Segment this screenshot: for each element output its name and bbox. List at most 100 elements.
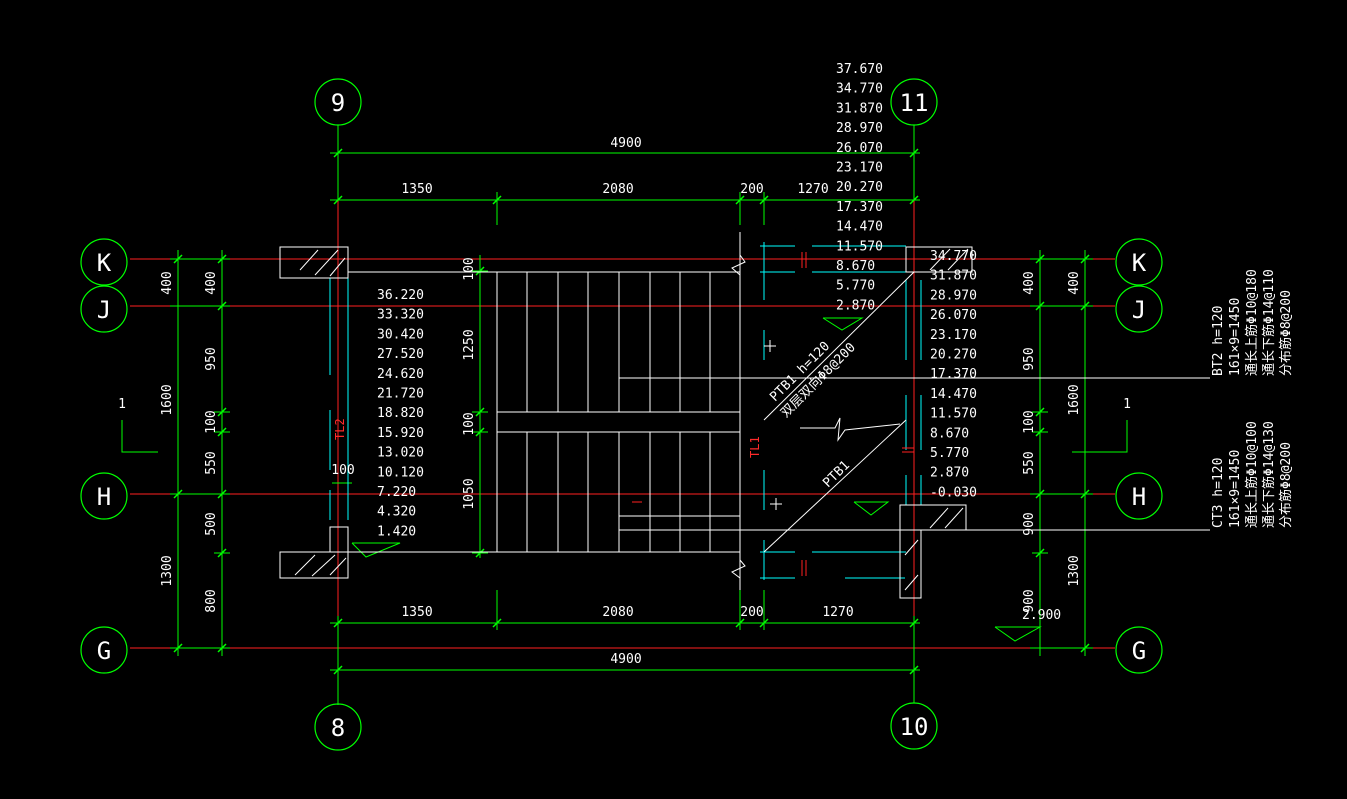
axis-bubble-9	[314, 78, 362, 126]
dim-left-inner-4: 550	[204, 451, 219, 474]
label-tl2: TL2	[333, 418, 347, 440]
elevation-right_column-6: 17.370	[930, 367, 977, 382]
elevation-right_column-4: 23.170	[930, 328, 977, 343]
elevation-left_column-3: 27.520	[377, 347, 424, 362]
axis-bubble-k-left	[80, 238, 128, 286]
stair-geometry	[279, 232, 1210, 599]
axis-bubble-j-right	[1115, 285, 1163, 333]
note-ct3-line-2: 通长上筋Φ10@100	[1244, 421, 1260, 528]
dim-small-100: 100	[331, 463, 354, 478]
elevation-top_column-9: 11.570	[836, 239, 883, 254]
elevation-top_column-5: 23.170	[836, 161, 883, 176]
axis-label-right-1: K	[1132, 249, 1147, 277]
axis-label-right-3: H	[1132, 483, 1146, 511]
dim-bottom-part-3: 200	[740, 605, 763, 620]
axis-label-bottom-1: 8	[331, 714, 345, 742]
column-bl	[279, 551, 349, 579]
axis-label-left-1: K	[97, 249, 112, 277]
elevation-right_column-10: 5.770	[930, 446, 969, 461]
dim-top-total: 4900	[610, 136, 641, 151]
dim-left-inner-5: 500	[204, 512, 219, 535]
elevation-left_column-9: 10.120	[377, 465, 424, 480]
dim-left-outer-400: 400	[160, 271, 175, 294]
dim-bottom-part-4: 1270	[822, 605, 853, 620]
section-mark-right: 1	[1123, 397, 1131, 412]
dim-stair-1: 100	[462, 257, 477, 280]
elevation-top_column-1: 34.770	[836, 82, 883, 97]
section-mark-left: 1	[118, 397, 126, 412]
axis-label-left-2: J	[97, 296, 111, 324]
axis-label-top-2: 11	[900, 89, 929, 117]
axis-bubble-11	[890, 78, 938, 126]
note-bt2-line-4: 分布筋Φ8@200	[1278, 290, 1294, 376]
elevations-top: 37.67034.77031.87028.97026.07023.17020.2…	[836, 62, 883, 313]
note-ct3-line-4: 分布筋Φ8@200	[1278, 442, 1294, 528]
dim-top-part-4: 1270	[797, 182, 828, 197]
axis-label-bottom-2: 10	[900, 713, 929, 741]
elevation-right_column-0: 34.770	[930, 249, 977, 264]
elevation-right_column-12: -0.030	[930, 485, 977, 500]
elevation-left_column-7: 15.920	[377, 426, 424, 441]
elevation-left_column-5: 21.720	[377, 387, 424, 402]
elevation-right_column-2: 28.970	[930, 288, 977, 303]
dim-right-inner-6: 900	[1022, 589, 1037, 612]
dim-right-inner-5: 900	[1022, 512, 1037, 535]
label-tl1: TL1	[748, 436, 762, 458]
axis-bubble-h-right	[1115, 472, 1163, 520]
axis-bubble-h-left	[80, 472, 128, 520]
dim-top-part-1: 1350	[401, 182, 432, 197]
elevation-right_column-11: 2.870	[930, 466, 969, 481]
axis-labels: 9 11 8 10 K J H G K J H G	[97, 89, 1147, 742]
elevation-right_column-7: 14.470	[930, 387, 977, 402]
note-ct3-line-3: 通长下筋Φ14@130	[1261, 421, 1277, 528]
elevation-top_column-6: 20.270	[836, 180, 883, 195]
axis-bubble-10	[890, 702, 938, 750]
column-tl	[279, 246, 349, 279]
dim-left-inner-3: 100	[204, 410, 219, 433]
elevations-left: 36.22033.32030.42027.52024.62021.72018.8…	[377, 288, 424, 539]
axis-bubble-g-left	[80, 626, 128, 674]
note-ct3-line-1: 161×9=1450	[1228, 450, 1243, 528]
elevation-left_column-12: 1.420	[377, 524, 416, 539]
column-tr	[905, 246, 973, 273]
axis-label-right-4: G	[1132, 637, 1146, 665]
elevation-left_column-2: 30.420	[377, 327, 424, 342]
dim-right-outer-3: 1300	[1067, 555, 1082, 586]
dim-right-inner-3: 100	[1022, 410, 1037, 433]
axis-bubbles	[80, 78, 1163, 751]
axis-bubble-8	[314, 703, 362, 751]
dim-right-inner-2: 950	[1022, 347, 1037, 370]
elevation-top_column-3: 28.970	[836, 121, 883, 136]
dim-stair-4: 1050	[462, 478, 477, 509]
note-bt2-line-1: 161×9=1450	[1228, 298, 1243, 376]
red-marks	[632, 252, 914, 576]
elevation-left_column-6: 18.820	[377, 406, 424, 421]
elevation-top_column-12: 2.870	[836, 298, 875, 313]
dim-left-outer-1: 1600	[160, 384, 175, 415]
dim-right-inner-4: 550	[1022, 451, 1037, 474]
elevation-left_column-8: 13.020	[377, 446, 424, 461]
axis-bubble-g-right	[1115, 626, 1163, 674]
elevation-right_column-8: 11.570	[930, 407, 977, 422]
elevation-top_column-8: 14.470	[836, 220, 883, 235]
elevation-top_column-2: 31.870	[836, 101, 883, 116]
dim-top-part-2: 2080	[602, 182, 633, 197]
elevation-left_column-10: 7.220	[377, 485, 416, 500]
dim-left-inner-1: 400	[204, 271, 219, 294]
axis-label-left-3: H	[97, 483, 111, 511]
dimension-text: 4900 1350 2080 200 1270 1350 2080 200 12…	[160, 136, 1082, 667]
elevation-right_column-5: 20.270	[930, 348, 977, 363]
axis-bubble-j-left	[80, 285, 128, 333]
dim-bottom-part-2: 2080	[602, 605, 633, 620]
dim-right-inner-1: 400	[1022, 271, 1037, 294]
elevation-left_column-0: 36.220	[377, 288, 424, 303]
dim-bottom-part-1: 1350	[401, 605, 432, 620]
elevation-top_column-0: 37.670	[836, 62, 883, 77]
dim-top-part-3: 200	[740, 182, 763, 197]
dim-stair-2: 1250	[462, 329, 477, 360]
dim-right-outer-1: 400	[1067, 271, 1082, 294]
grid-lines	[130, 125, 1115, 700]
elevation-right_column-9: 8.670	[930, 426, 969, 441]
